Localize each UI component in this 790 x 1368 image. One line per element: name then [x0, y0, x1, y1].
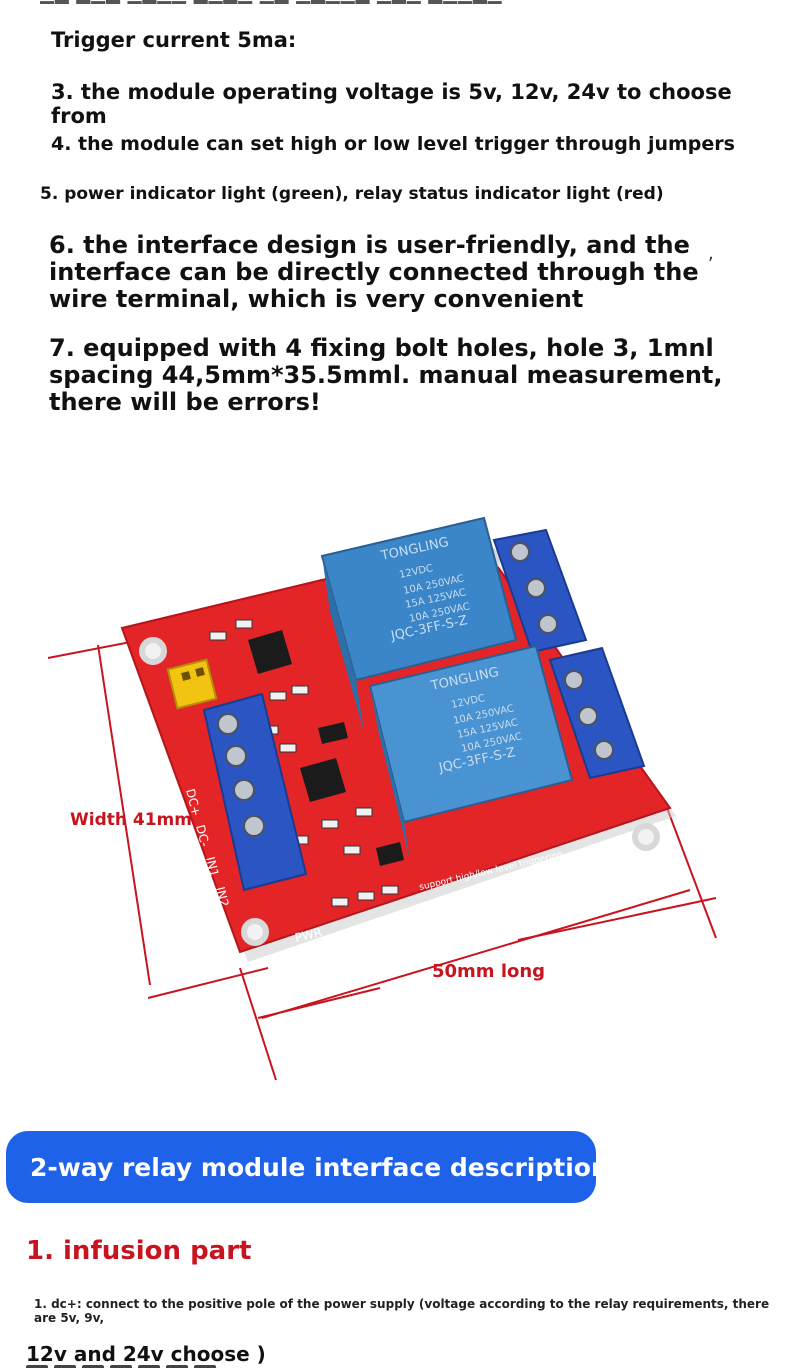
length-dimension-label: 50mm long: [432, 961, 546, 982]
jumper: [166, 658, 218, 710]
section-banner: [6, 1131, 596, 1203]
pin-label-in1: IN1: [203, 855, 221, 878]
section-note-continued: 12v and 24v choose ): [26, 1342, 266, 1366]
right-terminal-blocks: [492, 528, 646, 780]
spec-item-6: 6. the interface design is user-friendly…: [49, 231, 699, 313]
section-note: 1. dc+: connect to the positive pole of …: [34, 1297, 770, 1325]
cropped-text-line-bottom: [26, 1360, 266, 1368]
pwr-label: PWR: [294, 925, 324, 945]
relay-module-photo: TONGLING 12VDC 10A 250VAC 15A 125VAC 10A…: [47, 516, 717, 1081]
pin-label-in2: IN2: [213, 885, 231, 908]
spec-item-3: 3. the module operating voltage is 5v, 1…: [51, 80, 732, 128]
trigger-current-text: Trigger current 5ma:: [51, 28, 297, 52]
width-dimension-label: Width 41mm: [70, 810, 192, 830]
dimension-lines: [47, 631, 717, 1081]
relay-1: [320, 516, 518, 732]
cropped-text-line: ▂▃ ▃▂▃ ▂▃▂▂ ▃▂▃▂ ▂▃ ▂▃▂▂▃ ▂▃▂ ▃▂▂▃▂: [40, 0, 600, 4]
relay-2: [368, 644, 574, 860]
ic-chips: [248, 630, 404, 866]
left-terminal-block: [202, 692, 308, 892]
spec-item-7: 7. equipped with 4 fixing bolt holes, ho…: [49, 334, 723, 416]
spec-item-4: 4. the module can set high or low level …: [51, 133, 735, 155]
pin-label-dc-minus: DC-: [193, 823, 212, 848]
banner-title: 2-way relay module interface description: [30, 1153, 609, 1182]
pin-label-dc-plus: DC+: [183, 787, 203, 817]
section-heading: 1. infusion part: [26, 1236, 252, 1266]
spec-item-5: 5. power indicator light (green), relay …: [40, 184, 664, 204]
stray-mark: ,: [708, 243, 714, 264]
